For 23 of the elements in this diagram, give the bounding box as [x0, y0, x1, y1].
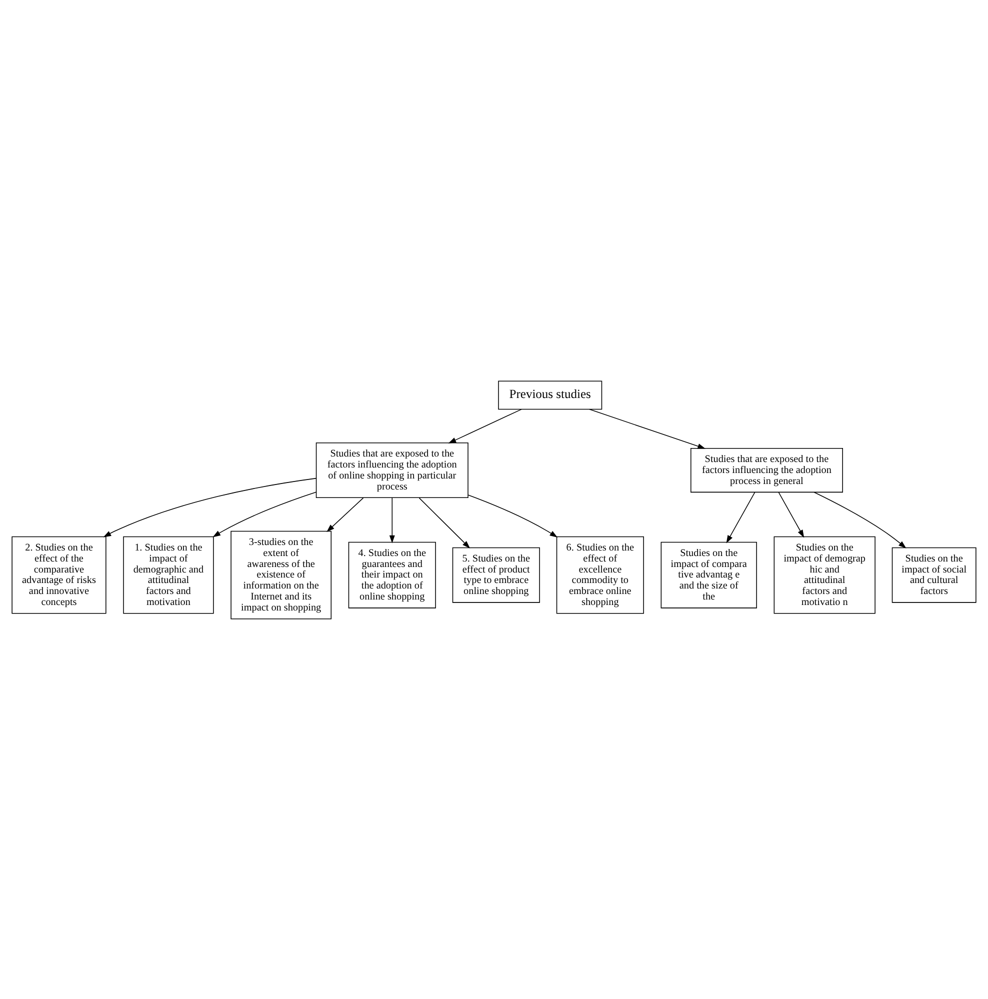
node-box: 1. Studies on the impact of demographic and attitudinal factors and motivation	[123, 536, 214, 614]
node-box: Studies on the impact of social and cultural factors	[892, 546, 976, 602]
node-box: Previous studies	[498, 380, 602, 410]
arrow	[468, 494, 558, 538]
node-box: 4. Studies on the guarantees and their impact on the adoption of online shopping	[348, 541, 436, 608]
node-box: 6. Studies on the effect of excellence commodity to embrace online shopping	[556, 536, 644, 614]
node-box: Studies that are exposed to the factors influencing the adoption process in general	[690, 448, 843, 492]
arrow	[212, 491, 316, 537]
node-box: 2. Studies on the effect of the comparative advantage of risks and innovative concepts	[12, 536, 106, 614]
arrow	[418, 497, 470, 548]
arrow	[448, 408, 522, 443]
arrow	[778, 491, 804, 538]
arrow	[389, 497, 395, 543]
node-box: 3-studies on the extent of awareness of the existence of information on the Internet and its impact on shopping	[230, 530, 332, 619]
node-box: Studies that are exposed to the factors influencing the adoption of online shopping in particular process	[316, 442, 468, 498]
arrow	[326, 497, 364, 532]
node-box: 5. Studies on the effect of product type to embrace online shopping	[452, 546, 540, 602]
node-box: Studies on the impact of compara tive advantag e and the size of the	[660, 541, 757, 608]
arrow	[103, 477, 317, 537]
node-box: Studies on the impact of demograp hic and attitudinal factors and motivatio n	[774, 536, 876, 614]
arrow	[726, 491, 756, 543]
arrow	[814, 491, 906, 548]
arrow	[588, 408, 706, 448]
